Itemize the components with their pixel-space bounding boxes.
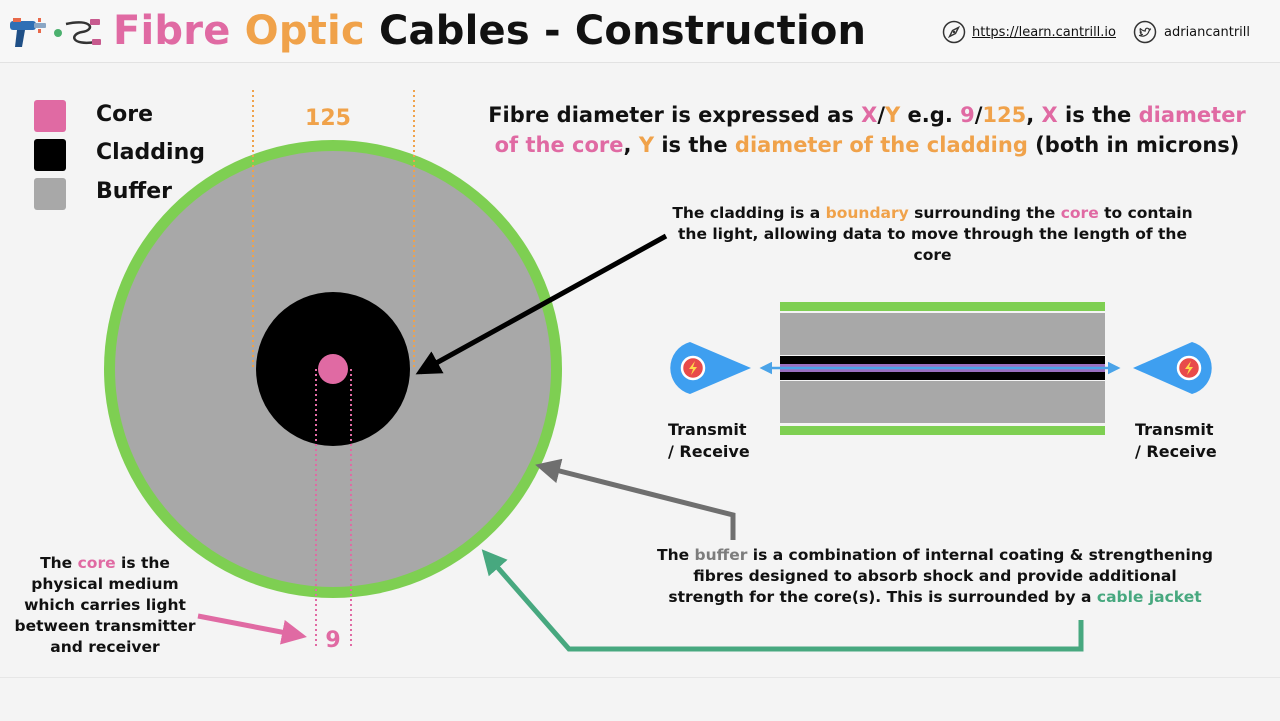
buffer-note: The buffer is a combination of internal … [655,545,1215,608]
diameter-note: Fibre diameter is expressed as X/Y e.g. … [478,100,1256,161]
dn-text: , [1026,103,1042,127]
legend-buffer-swatch [34,178,66,210]
legend-buffer-label: Buffer [96,179,173,204]
side-jacket-bottom [780,426,1105,435]
core-dim-label: 9 [325,628,340,653]
jacket-arrow [481,549,1084,652]
page-title: Fibre Optic Cables - Construction [113,8,866,54]
cladding-arrow [415,233,668,375]
side-buffer-top [780,313,1105,355]
cn-text: surrounding the [908,204,1061,222]
legend-core-swatch [34,100,66,132]
twitter-icon [1133,20,1157,44]
transceiver-right-label: Transmit / Receive [1135,419,1217,464]
bn-buffer: buffer [694,546,748,564]
twitter-link[interactable]: adriancantrill [1133,19,1250,45]
dn-y: Y [885,103,901,127]
dn-x: X [861,103,878,127]
side-buffer-bottom [780,381,1105,423]
dn-125: 125 [982,103,1027,127]
legend-cladding-swatch [34,139,66,171]
transceiver-right [1133,342,1212,394]
bn-text: is a combination of internal coating & s… [668,546,1213,606]
dn-text: is the [654,133,735,158]
cladding-note: The cladding is a boundary surrounding t… [660,203,1205,266]
bn-text: The [657,546,695,564]
con-text: is the physical medium which carries lig… [14,554,196,656]
con-text: The [40,554,78,572]
title-fibre: Fibre [113,8,231,54]
dn-core-diameter: diameter of the core [494,103,1246,158]
bn-cable-jacket: cable jacket [1096,587,1202,606]
tr-left-line2: / Receive [668,442,750,462]
cn-boundary: boundary [825,204,909,222]
cn-core: core [1060,204,1099,222]
buffer-arrow [535,458,736,540]
title-optic: Optic [244,8,365,54]
footer-bar [0,677,1280,721]
dn-text: (both in microns) [1027,133,1240,158]
tr-right-line2: / Receive [1135,442,1217,462]
core-arrow [197,613,307,645]
dn-text: Fibre diameter is expressed as [488,103,862,127]
dn-text: e.g. [900,103,961,127]
legend-cladding-label: Cladding [96,140,205,165]
dn-y: Y [638,133,655,158]
website-link[interactable]: https://learn.cantrill.io [942,19,1116,45]
dn-slash: / [877,103,886,127]
dn-slash: / [974,103,983,127]
legend-core-label: Core [96,102,154,127]
core-disc [318,354,348,384]
core-note: The core is the physical medium which ca… [12,553,198,658]
transceiver-left-label: Transmit / Receive [668,419,750,464]
cn-text: to contain the light, allowing data to m… [678,204,1193,264]
cladding-dim-label: 125 [305,106,351,131]
website-url[interactable]: https://learn.cantrill.io [972,24,1116,40]
side-jacket-top [780,302,1105,311]
cn-text: The cladding is a [672,204,826,222]
title-rest: Cables - Construction [379,8,867,54]
dn-cladding-diameter: diameter of the cladding [734,133,1028,158]
compass-icon [942,20,966,44]
con-core: core [77,554,116,572]
cable-icon [54,19,101,45]
header-bar: Fibre Optic Cables - Construction https:… [0,0,1280,63]
dn-9: 9 [960,103,975,127]
dn-x: X [1041,103,1058,127]
twitter-handle: adriancantrill [1164,24,1251,40]
tr-right-line1: Transmit [1135,420,1214,439]
dn-text: is the [1057,103,1139,127]
dn-text: , [623,133,639,158]
transceiver-left [670,342,751,394]
tr-left-line1: Transmit [668,420,747,439]
laser-gun-icon [10,18,46,47]
